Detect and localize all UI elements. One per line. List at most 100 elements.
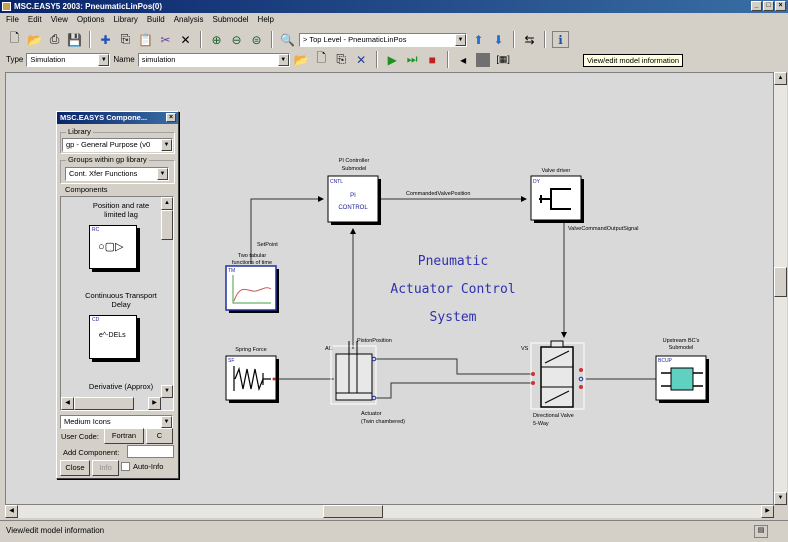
close-panel-button[interactable]: Close bbox=[60, 460, 90, 476]
scroll-left-button[interactable]: ◀ bbox=[61, 397, 74, 410]
vertical-scrollbar[interactable]: ▲ ▼ bbox=[774, 72, 787, 505]
down-level-icon[interactable]: ⬇ bbox=[493, 32, 504, 47]
new-file-icon[interactable]: 🗋 bbox=[9, 31, 20, 45]
step-icon[interactable]: ⏭ bbox=[406, 52, 418, 66]
status-icon[interactable]: ▤ bbox=[754, 525, 768, 538]
minimize-button[interactable]: _ bbox=[751, 1, 762, 11]
chevron-down-icon[interactable]: ▼ bbox=[98, 53, 110, 66]
spring-force-block[interactable]: Spring Force SF bbox=[225, 347, 279, 403]
rewind-icon[interactable]: ◂ bbox=[460, 52, 467, 67]
run-icon[interactable]: ▶ bbox=[387, 52, 397, 67]
scroll-up-button[interactable]: ▲ bbox=[774, 72, 787, 85]
matrix-icon[interactable]: [▦] bbox=[496, 54, 510, 64]
component-icon[interactable]: RC○▢▷ bbox=[89, 225, 137, 269]
paste-icon[interactable]: 📋 bbox=[138, 32, 153, 47]
up-level-icon[interactable]: ⬆ bbox=[473, 32, 484, 47]
menu-help[interactable]: Help bbox=[257, 15, 274, 24]
copy-analysis-icon[interactable]: ⎘ bbox=[336, 52, 346, 66]
tooltip: View/edit model information bbox=[583, 54, 683, 67]
menu-submodel[interactable]: Submodel bbox=[212, 15, 249, 24]
c-button[interactable]: C bbox=[146, 428, 173, 444]
menu-edit[interactable]: Edit bbox=[27, 15, 42, 24]
block-label: PI Controller bbox=[339, 158, 370, 164]
new-analysis-icon[interactable]: 🗋 bbox=[316, 51, 327, 65]
tabular-function-block[interactable]: Two tabular functions of time TM bbox=[225, 253, 279, 313]
groups-group: Groups within gp library Cont. Xfer Func… bbox=[60, 155, 175, 184]
print-icon[interactable]: ⎙ bbox=[49, 32, 60, 46]
auto-info-checkbox[interactable] bbox=[121, 462, 130, 471]
user-code-label: User Code: bbox=[61, 432, 99, 441]
open-folder-icon[interactable]: 📂 bbox=[27, 32, 42, 47]
components-list[interactable]: Position and rate limited lag RC○▢▷ Cont… bbox=[60, 196, 174, 411]
component-transport-delay[interactable]: Continuous Transport Delay bbox=[81, 291, 161, 309]
list-hscroll-thumb[interactable] bbox=[74, 397, 134, 410]
stop-icon[interactable]: ■ bbox=[428, 52, 436, 67]
maximize-button[interactable]: □ bbox=[763, 1, 774, 11]
block-label: Spring Force bbox=[235, 347, 267, 353]
cut-icon[interactable]: ✂ bbox=[160, 32, 171, 47]
chevron-down-icon[interactable]: ▼ bbox=[455, 33, 466, 46]
pi-controller-block[interactable]: PI Controller Submodel CNTL PI CONTROL bbox=[327, 158, 381, 225]
signal-label: ValveCommandOutputSignal bbox=[568, 226, 639, 232]
block-label: Valve driver bbox=[542, 168, 571, 174]
close-icon[interactable]: × bbox=[166, 113, 176, 122]
open-analysis-icon[interactable]: 📂 bbox=[293, 52, 309, 67]
icon-size-select[interactable]: Medium Icons▼ bbox=[60, 415, 173, 429]
scroll-right-button[interactable]: ▶ bbox=[761, 505, 774, 518]
list-scroll-thumb[interactable] bbox=[161, 210, 173, 240]
valve-driver-block[interactable]: Valve driver DY bbox=[530, 168, 584, 223]
status-bar: View/edit model information ▤ bbox=[0, 520, 788, 542]
menu-view[interactable]: View bbox=[50, 15, 68, 24]
chevron-down-icon[interactable]: ▼ bbox=[161, 416, 172, 428]
delete-analysis-icon[interactable]: ✕ bbox=[356, 52, 367, 67]
name-label: Name bbox=[113, 55, 135, 64]
scroll-left-button[interactable]: ◀ bbox=[5, 505, 18, 518]
name-select[interactable]: simulation ▼ bbox=[137, 52, 290, 67]
scroll-right-button[interactable]: ▶ bbox=[148, 397, 161, 410]
gray-box-icon[interactable] bbox=[475, 51, 492, 68]
add-component-icon[interactable]: ✚ bbox=[100, 32, 111, 47]
component-formula: e^-DELs bbox=[99, 332, 126, 339]
zoom-out-icon[interactable]: ⊖ bbox=[231, 32, 242, 47]
fortran-button[interactable]: Fortran bbox=[104, 428, 144, 444]
scroll-down-button[interactable]: ▼ bbox=[161, 385, 173, 398]
zoom-fit-icon[interactable]: ⊜ bbox=[251, 32, 262, 47]
connect-icon[interactable]: ⇆ bbox=[524, 32, 535, 47]
save-icon[interactable]: 💾 bbox=[67, 32, 82, 47]
groups-select[interactable]: Cont. Xfer Functions▼ bbox=[65, 167, 169, 181]
component-derivative[interactable]: Derivative (Approx) bbox=[81, 382, 161, 391]
chevron-down-icon[interactable]: ▼ bbox=[157, 168, 168, 180]
diagram-canvas[interactable]: CommandedValvePosition ValveCommandOutpu… bbox=[5, 72, 774, 505]
info-button[interactable]: Info bbox=[92, 460, 119, 476]
scroll-down-button[interactable]: ▼ bbox=[774, 492, 787, 505]
horizontal-scroll-thumb[interactable] bbox=[323, 505, 383, 518]
horizontal-scrollbar[interactable]: ◀ ▶ bbox=[5, 505, 774, 518]
menu-file[interactable]: File bbox=[6, 15, 19, 24]
close-button[interactable]: × bbox=[775, 1, 786, 11]
block-code: SF bbox=[228, 358, 234, 364]
type-label: Type bbox=[6, 55, 24, 64]
library-select[interactable]: gp - General Purpose (v0▼ bbox=[62, 138, 173, 152]
chevron-down-icon[interactable]: ▼ bbox=[161, 139, 172, 151]
actuator-block[interactable]: AC Actuator (Twin chambered) bbox=[325, 341, 405, 425]
type-select[interactable]: Simulation ▼ bbox=[26, 52, 111, 67]
find-icon[interactable]: 🔍 bbox=[280, 32, 295, 47]
menu-options[interactable]: Options bbox=[76, 15, 105, 24]
level-combo[interactable]: > Top Level - PneumaticLinPos ▼ bbox=[299, 32, 467, 47]
scroll-up-button[interactable]: ▲ bbox=[161, 197, 173, 210]
directional-valve-block[interactable]: VS Directional Valve 5-Way bbox=[521, 340, 585, 427]
chevron-down-icon[interactable]: ▼ bbox=[277, 53, 289, 66]
upstream-bc-block[interactable]: Upstream BC's Submodel BCUP bbox=[655, 338, 709, 403]
menu-build[interactable]: Build bbox=[146, 15, 165, 24]
menu-analysis[interactable]: Analysis bbox=[173, 15, 204, 24]
component-position-rate-lag[interactable]: Position and rate limited lag bbox=[81, 201, 161, 219]
add-component-input[interactable] bbox=[127, 445, 174, 458]
copy-icon[interactable]: ⎘ bbox=[120, 32, 131, 46]
delete-icon[interactable]: ✕ bbox=[180, 32, 191, 47]
model-info-icon[interactable]: ℹ bbox=[552, 31, 569, 48]
block-label: functions of time bbox=[232, 260, 272, 266]
menu-library[interactable]: Library bbox=[113, 15, 138, 24]
zoom-in-icon[interactable]: ⊕ bbox=[211, 32, 222, 47]
vertical-scroll-thumb[interactable] bbox=[774, 267, 787, 297]
